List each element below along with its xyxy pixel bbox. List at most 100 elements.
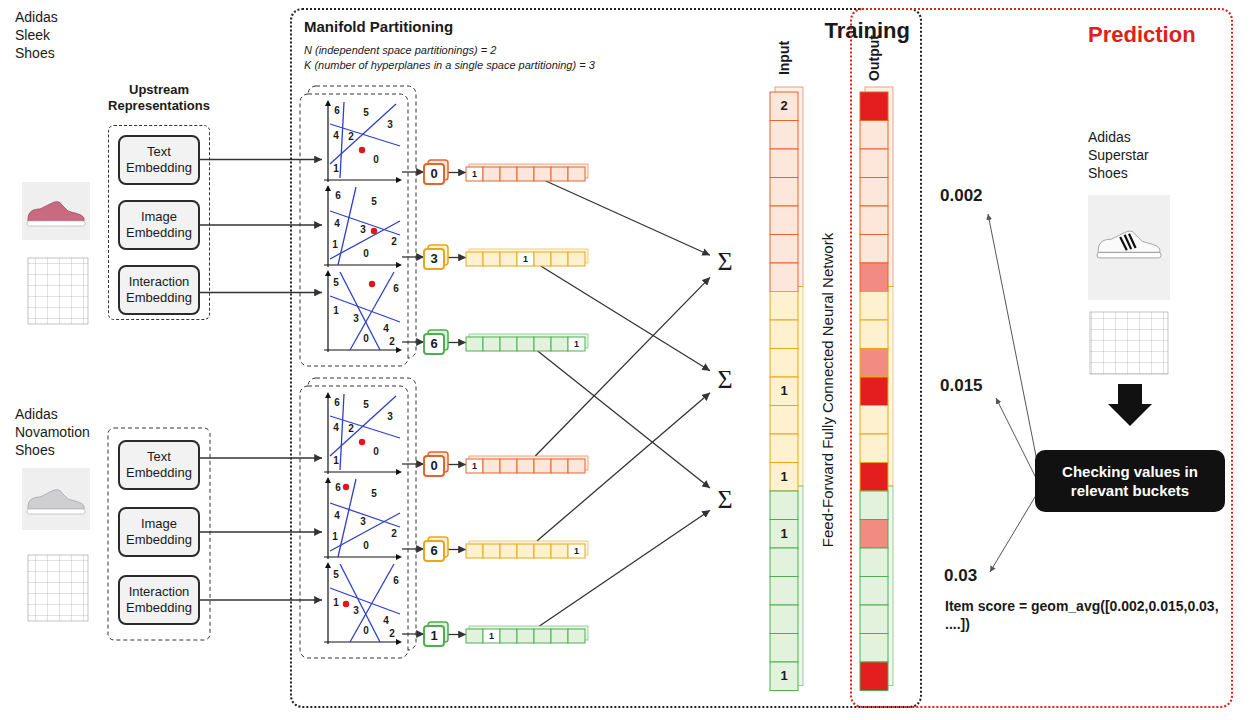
flow-arrow bbox=[200, 457, 322, 458]
one-hot-value: 1 bbox=[568, 544, 585, 558]
text-slot: Prediction bbox=[1088, 22, 1228, 48]
text-slot: 0.03 bbox=[944, 566, 1006, 586]
flow-arrow bbox=[537, 393, 710, 541]
region-number: 5 bbox=[332, 570, 340, 580]
axis-head bbox=[325, 392, 331, 398]
region-number: 5 bbox=[370, 489, 378, 499]
hyperplane bbox=[330, 588, 400, 614]
vector-cell bbox=[770, 235, 798, 264]
vector-cell bbox=[517, 167, 534, 181]
flow-arrow bbox=[402, 548, 424, 549]
region-number: 4 bbox=[332, 131, 340, 141]
vector-cell bbox=[551, 252, 568, 266]
vector-cell bbox=[860, 491, 888, 520]
axis bbox=[327, 189, 328, 267]
text-slot: 1 bbox=[568, 337, 585, 351]
vector-cell bbox=[534, 252, 551, 266]
vector-cell bbox=[770, 121, 798, 150]
axis bbox=[324, 349, 398, 350]
vector-cell bbox=[466, 629, 483, 643]
vector-cell bbox=[483, 459, 500, 473]
text-slot: N (independent space partitionings) = 2 bbox=[304, 44, 884, 57]
text-slot: Feed-Forward Fully Connected Neural Netw… bbox=[818, 170, 838, 610]
bucket-id: 3 bbox=[424, 245, 448, 269]
hyperplane bbox=[330, 221, 400, 259]
vector-cell bbox=[770, 491, 798, 520]
sum-node: Σ bbox=[710, 484, 740, 516]
one-hot-vector: 1 bbox=[466, 164, 588, 181]
vector-cell bbox=[770, 149, 798, 178]
region-number: 3 bbox=[359, 517, 367, 527]
region-number: 1 bbox=[332, 456, 340, 466]
node-graphic bbox=[466, 626, 588, 643]
region-number: 1 bbox=[332, 598, 340, 608]
vector-cell bbox=[860, 377, 888, 406]
axis bbox=[324, 556, 398, 557]
vector-cell bbox=[568, 544, 585, 558]
region-number: 6 bbox=[333, 106, 341, 116]
stage-title: Prediction bbox=[1088, 22, 1228, 48]
one-hot-vector: 1 bbox=[466, 541, 588, 558]
bucket-number: 3 bbox=[424, 249, 444, 269]
embedding-label: Image Embedding bbox=[124, 209, 194, 241]
text-slot: 1 bbox=[483, 629, 500, 643]
vector-cell bbox=[770, 377, 798, 406]
vector-cell bbox=[860, 605, 888, 634]
text-slot: 0 bbox=[362, 626, 370, 636]
input-value: 1 bbox=[770, 520, 798, 548]
flow-arrow bbox=[448, 634, 466, 635]
flow-arrow bbox=[402, 171, 424, 172]
text-slot: 3 bbox=[386, 412, 394, 422]
region-number: 4 bbox=[382, 616, 390, 626]
vector-cell bbox=[770, 349, 798, 378]
text-slot: 5 bbox=[370, 489, 378, 499]
region-number: 3 bbox=[352, 606, 360, 616]
region-number: 2 bbox=[347, 132, 355, 142]
partition-plot: 6425310 bbox=[322, 392, 402, 476]
text-slot: 1 bbox=[770, 662, 798, 691]
bucket-box bbox=[424, 164, 444, 184]
vector-cell bbox=[568, 252, 585, 266]
text-slot: 6 bbox=[333, 106, 341, 116]
region-number: 5 bbox=[362, 108, 370, 118]
vector-cell bbox=[860, 121, 888, 150]
dashed-group bbox=[108, 428, 210, 640]
bucket-box bbox=[424, 626, 444, 646]
text-slot: 0 bbox=[362, 334, 370, 344]
vector-cell bbox=[770, 178, 798, 207]
flow-arrow bbox=[402, 633, 424, 634]
text-slot: 0 bbox=[362, 249, 370, 259]
text-slot: 1 bbox=[466, 167, 483, 181]
vector-cell bbox=[770, 548, 798, 577]
axis bbox=[327, 481, 328, 559]
item-point bbox=[343, 484, 349, 490]
vector-cell bbox=[534, 459, 551, 473]
region-number: 4 bbox=[332, 423, 340, 433]
process-box: Checking values in relevant buckets bbox=[1035, 450, 1225, 512]
region-number: 3 bbox=[352, 314, 360, 324]
bucket-id: 6 bbox=[424, 537, 448, 561]
text-slot: 3 bbox=[359, 225, 367, 235]
vector-cell bbox=[466, 544, 483, 558]
flow-arrow bbox=[448, 549, 466, 550]
text-slot: 1 bbox=[332, 456, 340, 466]
region-number: 1 bbox=[331, 240, 339, 250]
vector-cell bbox=[860, 178, 888, 207]
vector-cell bbox=[860, 548, 888, 577]
text-slot: 1 bbox=[770, 377, 798, 406]
input-value: 1 bbox=[770, 377, 798, 405]
region-number: 0 bbox=[362, 249, 370, 259]
vector-cell bbox=[534, 167, 551, 181]
axis bbox=[324, 179, 398, 180]
vector-cell bbox=[860, 320, 888, 349]
process-label: Checking values in relevant buckets bbox=[1047, 462, 1213, 500]
item-point bbox=[359, 147, 365, 153]
flow-arrow bbox=[448, 342, 466, 343]
vector-cell bbox=[483, 544, 500, 558]
shoe-image bbox=[1088, 195, 1170, 300]
region-number: 4 bbox=[333, 511, 341, 521]
vector-cell bbox=[551, 337, 568, 351]
vector-cell bbox=[770, 263, 798, 292]
one-hot-vector: 1 bbox=[466, 456, 588, 473]
shoe-image bbox=[22, 182, 90, 240]
